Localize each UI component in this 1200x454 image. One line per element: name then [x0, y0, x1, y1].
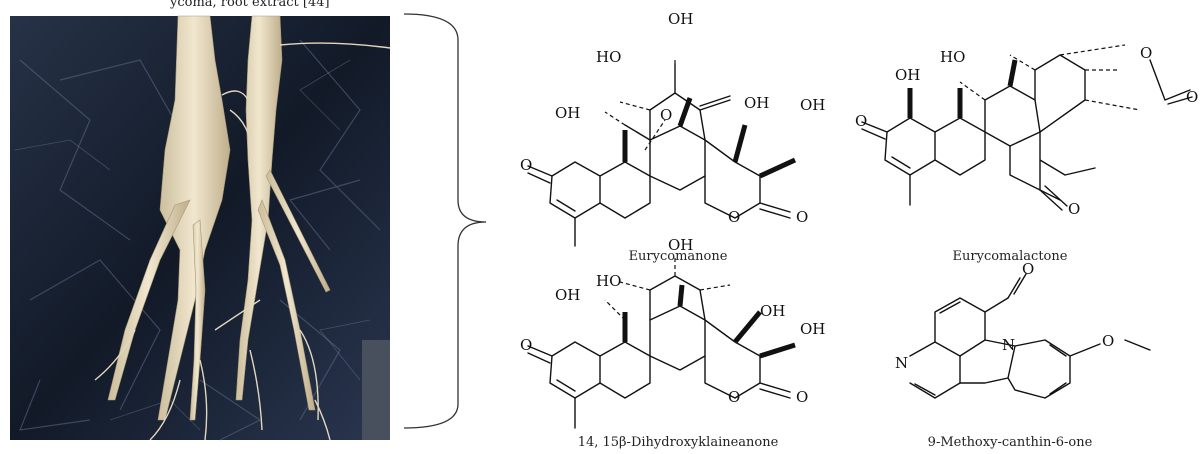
svg-text:O: O [855, 112, 867, 130]
svg-text:OH: OH [800, 320, 825, 338]
svg-text:OH: OH [555, 104, 580, 122]
svg-text:HO: HO [596, 48, 621, 66]
svg-text:O: O [728, 208, 740, 226]
svg-text:OH: OH [760, 302, 785, 320]
svg-text:N: N [895, 354, 908, 372]
svg-text:O: O [1102, 332, 1114, 350]
methoxy-canthinone-structure: N N O O [895, 260, 1151, 399]
svg-text:OH: OH [800, 96, 825, 114]
svg-text:OH: OH [744, 94, 769, 112]
svg-text:O: O [796, 208, 808, 226]
svg-text:O: O [1068, 200, 1080, 218]
top-text-fragment: ycoma, root extract [44] [169, 0, 330, 10]
grouping-brace [403, 13, 487, 429]
svg-text:HO: HO [596, 272, 621, 290]
svg-text:O: O [1022, 260, 1034, 278]
dihydroxyklaineanone-structure: O OH HO OH OH OH O O [520, 236, 825, 429]
svg-text:O: O [728, 388, 740, 406]
svg-text:O: O [796, 388, 808, 406]
svg-text:OH: OH [668, 10, 693, 28]
svg-text:OH: OH [668, 236, 693, 254]
svg-text:O: O [1186, 88, 1198, 106]
compound-name-eurycomalactone: Eurycomalactone [953, 249, 1068, 264]
compound-name-dihydroxyklaineanone: 14, 15β-Dihydroxyklaineanone [578, 435, 779, 450]
svg-text:O: O [520, 336, 532, 354]
eurycomanone-structure: O OH HO OH O OH OH O O [520, 10, 825, 247]
svg-text:O: O [520, 156, 532, 174]
svg-text:OH: OH [895, 66, 920, 84]
svg-text:OH: OH [555, 286, 580, 304]
svg-text:HO: HO [940, 48, 965, 66]
eurycomalactone-structure: O OH HO O O O [855, 44, 1198, 218]
svg-text:O: O [660, 106, 672, 124]
plant-root-photo [10, 15, 391, 441]
svg-text:N: N [1002, 336, 1015, 354]
compound-name-eurycomanone: Eurycomanone [629, 249, 728, 264]
compound-name-methoxy-canthinone: 9-Methoxy-canthin-6-one [928, 435, 1093, 450]
svg-text:O: O [1140, 44, 1152, 62]
